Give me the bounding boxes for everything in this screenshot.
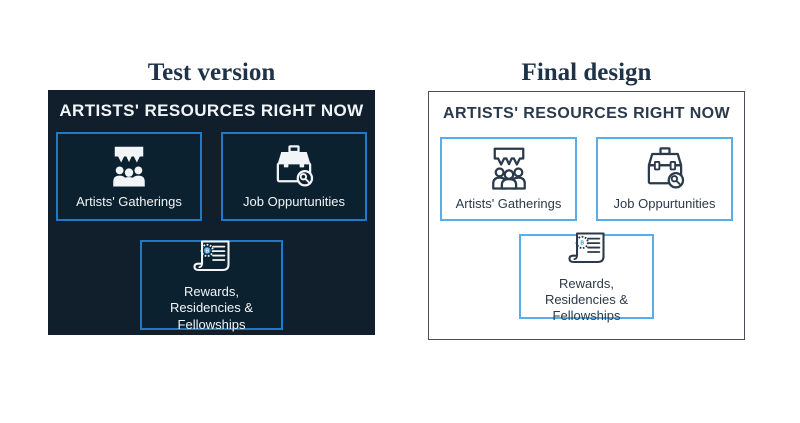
- briefcase-search-icon: [270, 143, 318, 191]
- people-gathering-icon: [485, 145, 533, 193]
- cards-row-bottom: B Rewards, Residencies & Fellowships: [48, 237, 375, 332]
- final-design-title: Final design: [521, 58, 652, 86]
- cards-row-top: Artists' Gatherings Job Oppurtuni: [48, 132, 375, 221]
- card-label: Artists' Gatherings: [76, 193, 182, 209]
- card-job-opportunities[interactable]: Job Oppurtunities: [596, 137, 733, 221]
- badge-letter: B: [580, 240, 584, 246]
- cards-row-top: Artists' Gatherings Job Oppurtuni: [429, 137, 744, 221]
- card-rewards-residencies[interactable]: B Rewards, Residencies & Fellowships: [140, 237, 283, 332]
- card-artists-gatherings[interactable]: Artists' Gatherings: [440, 137, 577, 221]
- panel-header: ARTISTS' RESOURCES RIGHT NOW: [442, 105, 730, 122]
- card-label: Job Oppurtunities: [613, 196, 716, 212]
- briefcase-search-icon: [641, 145, 689, 193]
- certificate-badge-icon: B: [565, 229, 609, 273]
- panel-header: ARTISTS' RESOURCES RIGHT NOW: [59, 101, 364, 120]
- card-job-opportunities[interactable]: Job Oppurtunities: [221, 132, 367, 221]
- badge-letter: B: [205, 248, 209, 254]
- people-gathering-icon: [105, 143, 153, 191]
- test-version-title: Test version: [147, 58, 276, 86]
- card-artists-gatherings[interactable]: Artists' Gatherings: [56, 132, 202, 221]
- final-design-panel: ARTISTS' RESOURCES RIGHT NOW Artists' Ga…: [428, 91, 745, 340]
- card-rewards-residencies[interactable]: B Rewards, Residencies & Fellowships: [519, 232, 654, 323]
- card-label: Rewards, Residencies & Fellowships: [544, 275, 629, 324]
- test-version-panel: ARTISTS' RESOURCES RIGHT NOW Artists' Ga…: [48, 90, 375, 335]
- cards-row-bottom: B Rewards, Residencies & Fellowships: [429, 232, 744, 323]
- card-label: Artists' Gatherings: [455, 196, 562, 212]
- certificate-badge-icon: B: [190, 237, 234, 281]
- card-label: Rewards, Residencies & Fellowships: [169, 284, 254, 332]
- card-label: Job Oppurtunities: [243, 193, 345, 209]
